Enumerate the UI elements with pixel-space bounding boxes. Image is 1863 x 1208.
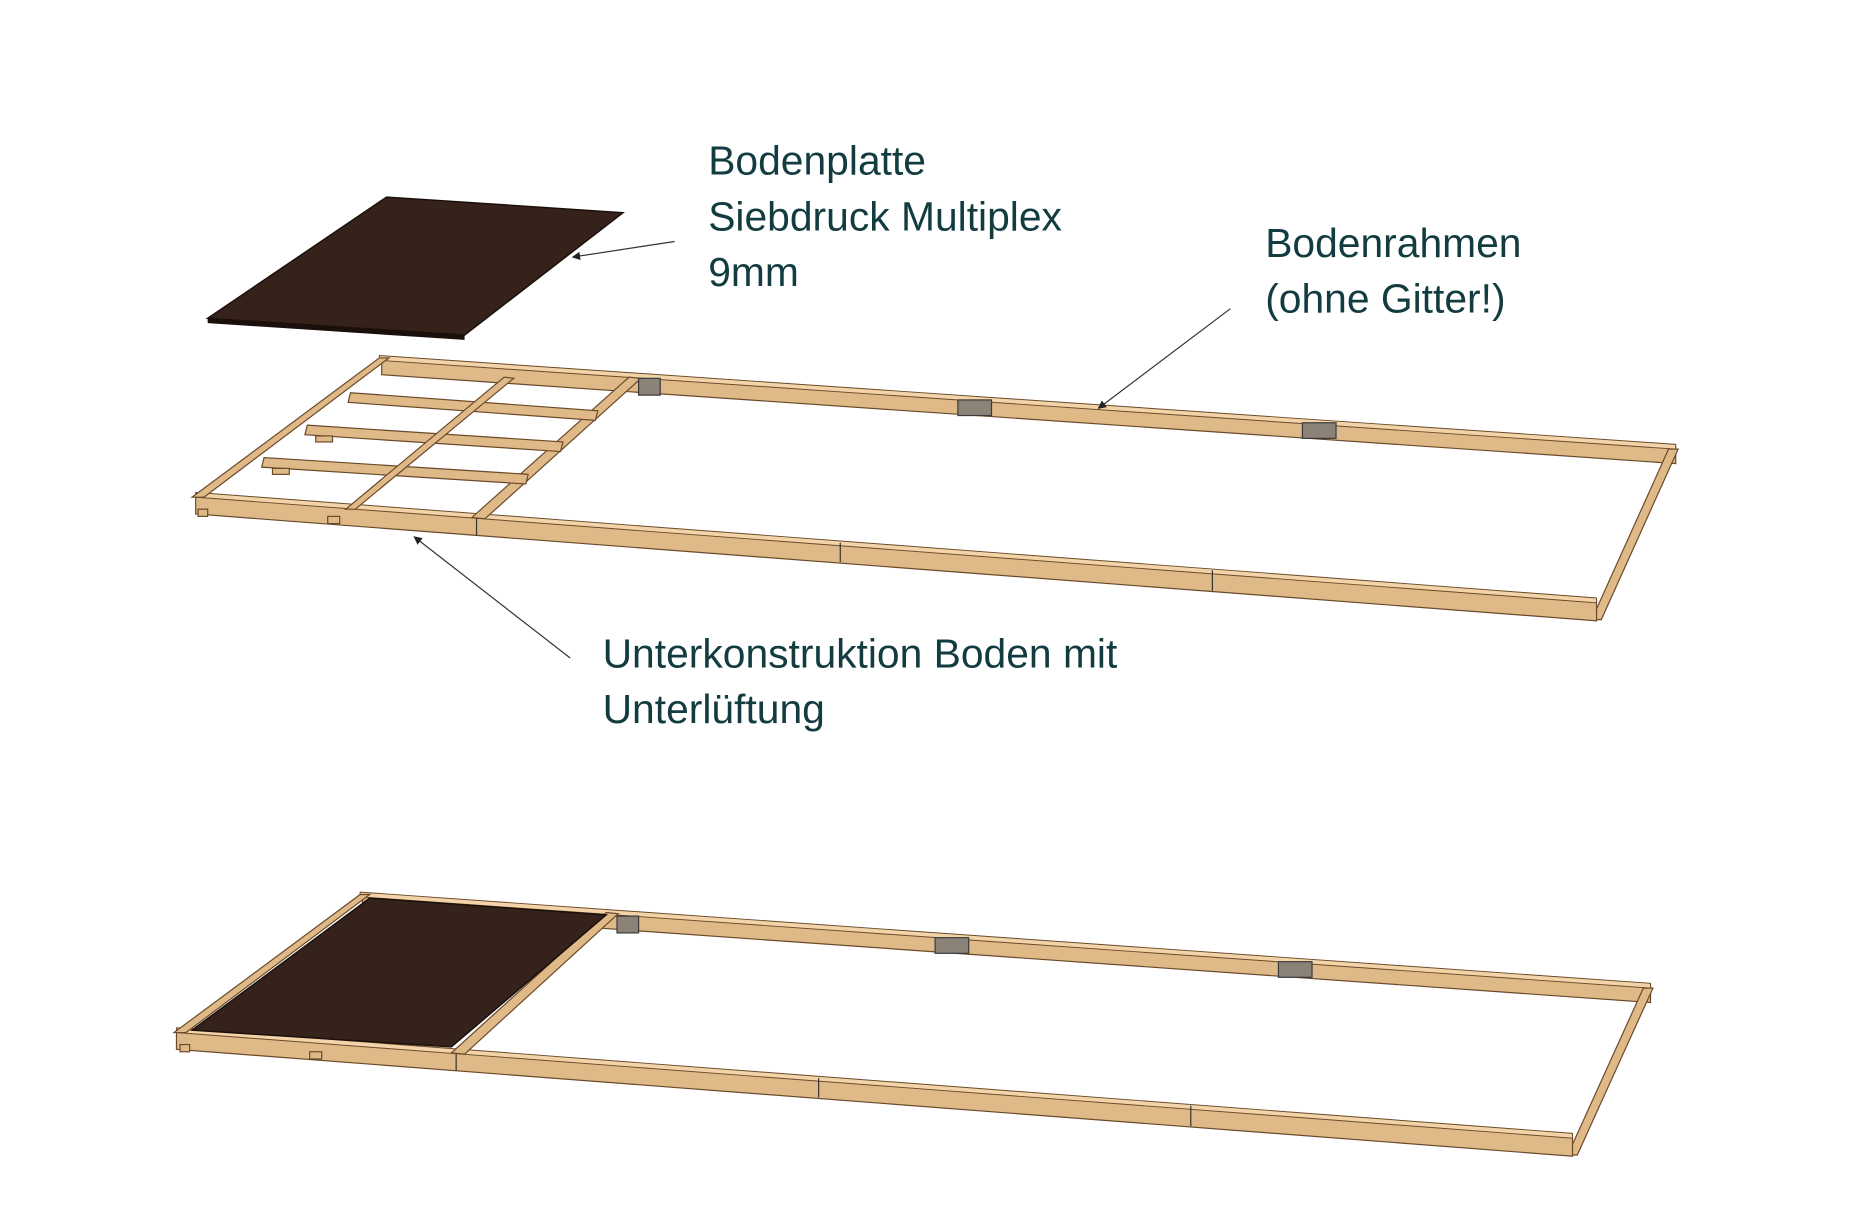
leader-line-bodenplatte bbox=[571, 240, 675, 261]
label-line: Bodenplatte bbox=[708, 137, 926, 183]
label-line: Unterkonstruktion Boden mit bbox=[603, 631, 1118, 677]
floor-plate-installed bbox=[190, 897, 609, 1048]
bracket bbox=[638, 377, 661, 396]
label-line: (ohne Gitter!) bbox=[1265, 275, 1505, 321]
label-unterkonstruktion: Unterkonstruktion Boden mit Unterlüftung bbox=[603, 631, 1118, 732]
floor-frame bbox=[190, 355, 1680, 622]
label-line: Bodenrahmen bbox=[1265, 220, 1521, 266]
bracket bbox=[934, 937, 970, 954]
label-line: Unterlüftung bbox=[603, 686, 825, 732]
leader-line-bodenrahmen bbox=[1097, 308, 1231, 409]
bracket bbox=[1301, 422, 1337, 439]
label-line: 9mm bbox=[708, 249, 799, 295]
label-line: Siebdruck Multiplex bbox=[708, 194, 1062, 240]
label-bodenplatte: Bodenplatte Siebdruck Multiplex 9mm bbox=[708, 137, 1062, 295]
bracket bbox=[1277, 961, 1313, 978]
label-bodenrahmen: Bodenrahmen (ohne Gitter!) bbox=[1265, 220, 1521, 321]
exploded-view bbox=[190, 196, 1680, 622]
leader-line-unterkonstruktion bbox=[413, 536, 571, 659]
bracket bbox=[957, 399, 993, 417]
bracket bbox=[616, 915, 640, 934]
assembled-view bbox=[172, 891, 1654, 1157]
floor-plate bbox=[205, 196, 625, 336]
